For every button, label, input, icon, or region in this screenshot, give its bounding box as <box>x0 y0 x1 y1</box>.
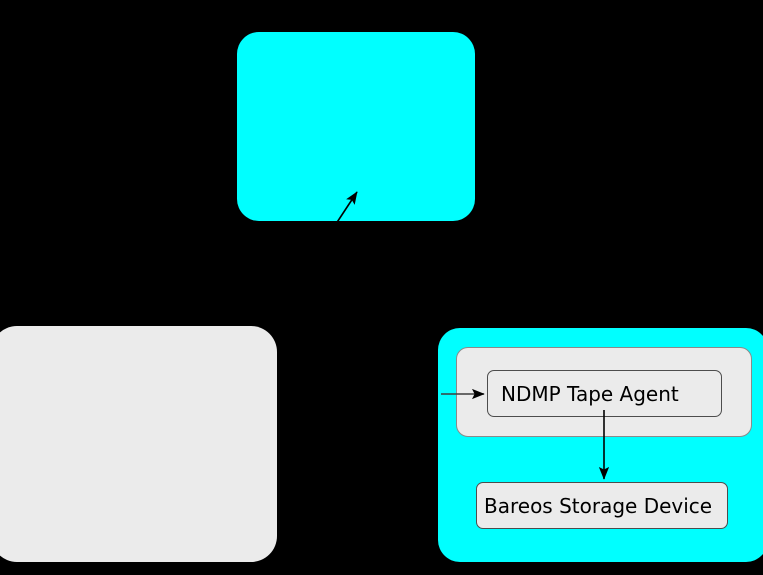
left-empty-panel[interactable] <box>0 326 277 562</box>
bareos-storage-device-label: Bareos Storage Device <box>484 493 713 518</box>
ndmp-tape-agent-box[interactable]: NDMP Tape Agent <box>487 370 722 417</box>
bareos-storage-device-box[interactable]: Bareos Storage Device <box>476 482 728 529</box>
ndmp-data-management-agent-container[interactable]: NDMP Data Management Agent <box>237 32 475 221</box>
ndmp-tape-agent-label: NDMP Tape Agent <box>501 381 679 406</box>
